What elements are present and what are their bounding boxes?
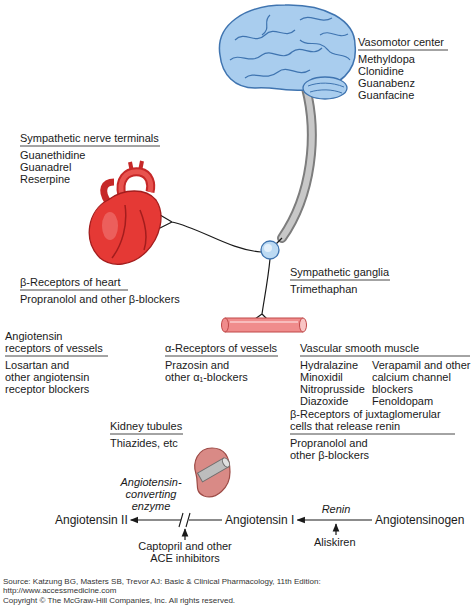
site-heading: Vascular smooth muscle: [300, 342, 419, 354]
heading-rule: [290, 280, 390, 281]
molecule-name: Angiotensin II: [55, 513, 128, 527]
gyrus-line: [245, 69, 310, 78]
gyrus-line: [320, 33, 348, 36]
site-heading: Sympathetic ganglia: [290, 266, 389, 278]
ganglion-highlight: [264, 244, 272, 252]
drug-name: Aliskiren: [314, 536, 356, 548]
source-note: Copyright © The McGraw-Hill Companies, I…: [3, 596, 235, 605]
reaction-arrow: [297, 519, 372, 520]
site-heading: Sympathetic nerve terminals: [20, 132, 159, 144]
site-heading: α-Receptors of vessels: [165, 342, 277, 354]
enzyme-label: Renin: [321, 503, 351, 515]
drug-name: Hydralazine: [300, 359, 358, 371]
drug-name: Propranolol and other β-blockers: [20, 293, 180, 305]
inhibitor-arrow: [184, 529, 185, 540]
heading-rule: [300, 356, 470, 357]
enzyme-label: Angiotensin-converting enzyme: [118, 476, 184, 512]
nerve-fiber: [276, 238, 282, 244]
drug-name: Losartan and other angiotensin receptor …: [5, 359, 93, 395]
heading-rule: [5, 356, 108, 357]
drug-name: Propranolol and other β-blockers: [290, 437, 382, 461]
blood-vessel: [225, 318, 303, 332]
heading-rule: [165, 356, 278, 357]
vessel-lumen: [300, 318, 307, 332]
drug-name: Nitroprusside: [300, 383, 365, 395]
drug-name: Guanadrel: [20, 161, 71, 173]
gyrus-line: [300, 40, 350, 60]
site-heading: Vasomotor center: [358, 36, 444, 48]
molecule-name: Angiotensin I: [225, 513, 294, 527]
site-heading: Kidney tubules: [110, 420, 182, 432]
heading-rule: [20, 146, 160, 147]
site-heading: Angiotensin receptors of vessels: [5, 330, 108, 354]
spinal-cord-core: [282, 88, 312, 238]
drug-name: Prazosin and other α₁-blockers: [165, 359, 253, 383]
inhibitor-arrow: [335, 524, 336, 535]
kidney-shape: [195, 448, 230, 497]
molecule-node: Angiotensinogen: [372, 512, 467, 528]
heading-rule: [358, 50, 448, 51]
drug-name: Fenoldopam: [372, 395, 433, 407]
drug-name: Minoxidil: [300, 371, 343, 383]
source-note: Source: Katzung BG, Masters SB, Trevor A…: [3, 577, 328, 595]
vessel-end: [222, 318, 229, 332]
tubule-lumen: [221, 457, 231, 469]
heart-body: [89, 191, 161, 264]
heart-highlight: [102, 212, 118, 240]
kidney-tubule: [198, 457, 232, 482]
gyrus-line: [230, 48, 322, 60]
enzyme-break-mark: [179, 513, 190, 527]
vessel-highlight: [230, 321, 298, 323]
drug-name: Diazoxide: [300, 395, 348, 407]
coronary-vessel: [112, 205, 146, 258]
drug-name: Guanfacine: [358, 89, 414, 101]
nerve-to-heart: [155, 212, 261, 252]
drug-name: Captopril and other ACE inhibitors: [135, 540, 235, 564]
molecule-node: Angiotensin II: [52, 512, 131, 528]
drug-name: Methyldopa: [358, 53, 415, 65]
brain-gyri: [230, 15, 350, 78]
spinal-cord: [282, 88, 312, 238]
heading-rule: [290, 434, 455, 435]
nerve-to-vessel: [255, 259, 270, 320]
vessel-wall: [225, 318, 303, 332]
drug-name: Trimethaphan: [290, 283, 357, 295]
molecule-node: Angiotensin I: [222, 512, 297, 528]
molecule-name: Angiotensinogen: [375, 513, 464, 527]
reaction-arrow: [131, 519, 222, 520]
drug-name: Guanethidine: [20, 149, 85, 161]
ganglion-circle: [261, 241, 279, 259]
gyrus-line: [262, 15, 270, 35]
gyrus-line: [300, 17, 332, 20]
drug-name: Clonidine: [358, 65, 404, 77]
site-heading: β-Receptors of juxtaglomerular cells tha…: [290, 408, 450, 432]
heading-rule: [110, 434, 183, 435]
drug-name: Reserpine: [20, 173, 70, 185]
heading-rule: [20, 290, 128, 291]
cerebellum-folia: [308, 83, 344, 93]
site-heading: β-Receptors of heart: [20, 276, 120, 288]
drug-name: Guanabenz: [358, 77, 415, 89]
brain-cerebellum: [303, 77, 347, 99]
drug-name: Thiazides, etc: [110, 437, 178, 449]
drug-name: Verapamil and other calcium channel bloc…: [372, 359, 473, 395]
